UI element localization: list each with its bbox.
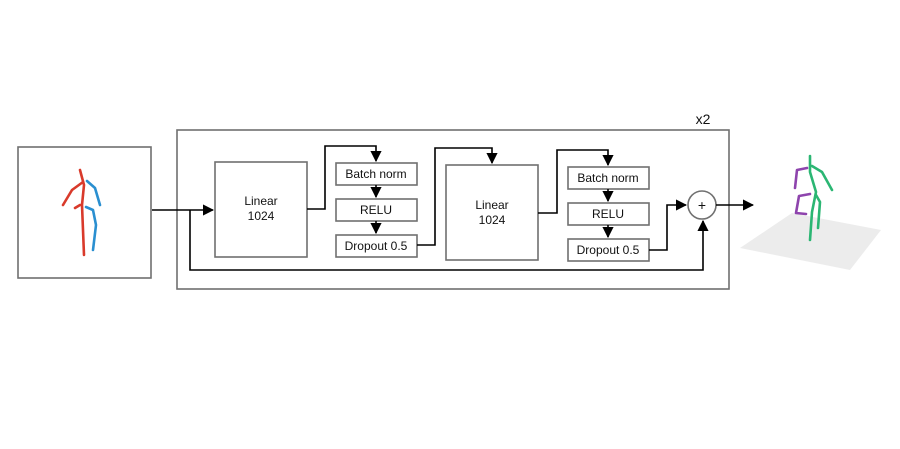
linear-layer-1-label: Linear [244,194,277,208]
relu-1-label: RELU [360,203,392,217]
batch-norm-1-label: Batch norm [345,167,406,181]
output-3d-pose [740,154,881,270]
linear-layer-1 [214,161,308,258]
input-2d-pose-panel [17,146,152,279]
repeat-label: x2 [696,111,711,127]
dropout-1-label: Dropout 0.5 [345,239,408,253]
batch-norm-2-label: Batch norm [577,171,638,185]
dropout-2-label: Dropout 0.5 [577,243,640,257]
connections [152,145,755,271]
sum-symbol: + [698,197,706,213]
skeleton-3d-icon [793,154,834,242]
skeleton-2d-icon [61,168,102,257]
linear-layer-1-size: 1024 [248,209,275,223]
dropout-1 [335,234,418,258]
linear-layer-2-size: 1024 [479,213,506,227]
relu-2-label: RELU [592,207,624,221]
linear-layer-2-label: Linear [475,198,508,212]
linear-layer-2 [445,164,539,261]
ground-plane [740,213,881,270]
